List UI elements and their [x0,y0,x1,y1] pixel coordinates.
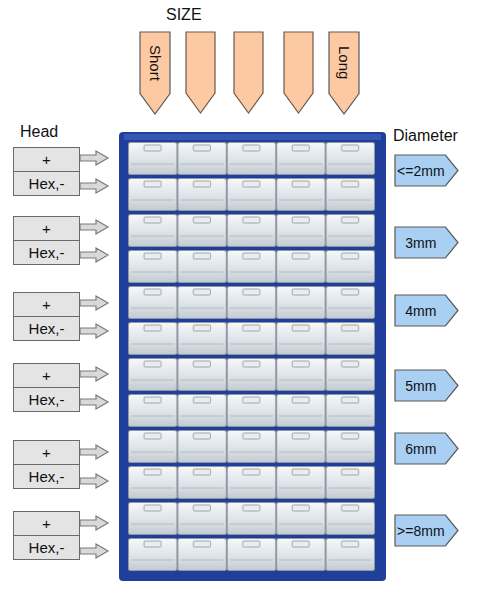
shape-outline [395,155,458,186]
head-type-box: + [13,292,80,317]
size-arrow [234,32,263,113]
head-type-box: Hex,- [13,171,80,196]
head-type-box: Hex,- [13,387,80,412]
shape-outline [395,370,458,401]
head-type-box: + [13,216,80,241]
diameter-tag: 3mm [395,227,458,258]
pointer-arrow [80,248,108,262]
node-text: 3mm [405,236,436,250]
diameter-tag: >=8mm [395,515,458,546]
head-pointer-arrows [80,151,108,558]
size-arrow [284,32,313,113]
node-text: Hex,- [29,469,65,484]
head-type-box: + [13,147,80,172]
head-type-box: Hex,- [13,240,80,265]
diameter-tag: 5mm [395,370,458,401]
node-text: Hex,- [29,392,65,407]
node-text: Hex,- [29,540,65,555]
pointer-arrow [80,395,108,409]
diameter-tag: 4mm [395,295,458,326]
node-text: Hex,- [29,245,65,260]
node-text: 4mm [405,304,436,318]
pointer-arrow [80,544,108,558]
pointer-arrow [80,445,108,459]
node-text: <=2mm [397,164,444,178]
axis-label: Diameter [393,127,458,145]
head-type-box: Hex,- [13,316,80,341]
pointer-arrow [80,151,108,165]
shape-outline [395,515,458,546]
node-text: + [42,516,51,531]
node-text: 5mm [405,379,436,393]
node-text: Hex,- [29,176,65,191]
pointer-arrow [80,516,108,530]
node-text: + [42,445,51,460]
size-arrow: Long [329,32,359,114]
size-arrow [186,32,215,113]
node-text: 6mm [405,442,436,456]
size-arrows-blank [186,32,313,113]
pointer-arrow [80,474,108,488]
node-text: + [42,221,51,236]
pointer-arrow [80,296,108,310]
pointer-arrow [80,179,108,193]
shape-outline [329,32,359,114]
cabinet-frame [119,132,386,581]
node-text: + [42,368,51,383]
head-type-box: + [13,363,80,388]
shape-outline [395,295,458,326]
head-type-box: Hex,- [13,464,80,489]
node-text: Short [148,45,163,81]
pointer-arrow [80,324,108,338]
head-type-box: Hex,- [13,535,80,560]
drawer-grid [128,142,375,574]
node-text: + [42,152,51,167]
diameter-tag: <=2mm [395,155,458,186]
size-arrow: Short [140,32,170,114]
cabinet-top [124,134,381,140]
node-text: Hex,- [29,321,65,336]
shape-outline [395,433,458,464]
shape-outline [395,227,458,258]
shape-outline [140,32,170,114]
node-text: Long [337,46,352,79]
head-type-box: + [13,440,80,465]
pointer-arrow [80,220,108,234]
axis-label: Head [20,123,58,141]
node-text: >=8mm [397,524,444,538]
axis-label: SIZE [166,6,202,24]
head-type-box: + [13,511,80,536]
pointer-arrow [80,367,108,381]
diameter-tag: 6mm [395,433,458,464]
node-text: + [42,297,51,312]
